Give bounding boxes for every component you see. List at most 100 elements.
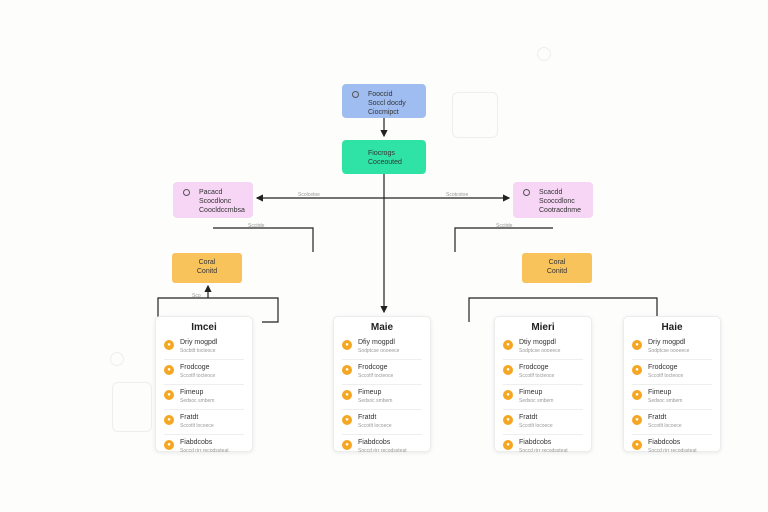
item-sublabel: Sccotlt locoece	[358, 423, 392, 429]
node-line: Ciocmipct	[368, 109, 399, 116]
item-label: Fiabdcobs	[180, 439, 213, 446]
card-title: Maie	[370, 322, 394, 333]
item-label: Fimeup	[648, 389, 672, 396]
circle-icon: ●	[342, 415, 352, 425]
connector-left-branch	[213, 227, 314, 252]
item-label: Dfiy mogpdl	[358, 339, 395, 346]
item-label: Driy mogpdl	[180, 339, 218, 346]
item-label: Fratdt	[648, 414, 667, 421]
background-decor	[110, 352, 124, 366]
item-sublabel: Sedsoc smbem	[358, 398, 393, 404]
node-orange-right[interactable]: Coral Conitd	[522, 253, 592, 283]
item-sublabel: Sccotlf tocteoce	[358, 373, 394, 379]
edge-label: Sccitde	[496, 223, 513, 229]
circle-icon: ●	[164, 415, 174, 425]
background-decor	[537, 47, 551, 61]
edge-label: Scotcotoe	[446, 192, 468, 198]
item-label: Fimeup	[358, 389, 382, 396]
item-label: Fiabdcobs	[519, 439, 552, 446]
circle-icon	[523, 189, 530, 196]
circle-icon: ●	[632, 340, 642, 350]
node-line: Scoccdlonc	[539, 198, 575, 205]
circle-icon: ●	[164, 440, 174, 450]
edge-label: Sccitde	[248, 223, 265, 229]
circle-icon: ●	[164, 365, 174, 375]
item-sublabel: Soccd rirr recodssteat	[648, 448, 697, 454]
node-line: Coceouted	[368, 159, 402, 166]
node-line: Coral	[198, 259, 216, 266]
item-sublabel: Soccd rirr recodssteat	[519, 448, 568, 454]
circle-icon: ●	[503, 390, 513, 400]
node-line: Cootracdnme	[539, 207, 582, 214]
item-sublabel: Sodptcse oooeece	[358, 348, 400, 354]
node-line: Pacacd	[199, 189, 223, 196]
node-line: Scocdlonc	[199, 198, 232, 205]
item-sublabel: Sedsoc smbem	[519, 398, 554, 404]
node-left[interactable]: Pacacd Scocdlonc Coocldccmbsa	[173, 182, 253, 218]
item-label: Fiabdcobs	[358, 439, 391, 446]
item-sublabel: Sodptcse oooeece	[648, 348, 690, 354]
item-label: Fratdt	[180, 414, 199, 421]
circle-icon: ●	[503, 365, 513, 375]
item-sublabel: Sccotlt locoece	[648, 423, 682, 429]
item-label: Frodcoge	[519, 364, 549, 371]
item-sublabel: Sccotlt locoece	[519, 423, 553, 429]
edge-label: Scolcetoe	[298, 192, 320, 198]
node-main[interactable]: Fiocrogs Coceouted	[342, 140, 426, 174]
item-sublabel: Sodptcse oooeece	[519, 348, 561, 354]
node-right[interactable]: Scacdd Scoccdlonc Cootracdnme	[513, 182, 593, 218]
circle-icon: ●	[632, 365, 642, 375]
node-line: Conitd	[546, 268, 568, 275]
connector-left-cards	[157, 297, 279, 323]
item-sublabel: Sccotlf tocteoce	[519, 373, 555, 379]
item-label: Fimeup	[180, 389, 204, 396]
circle-icon: ●	[342, 365, 352, 375]
connector-right-branch	[454, 227, 553, 252]
node-line: Soccl docdy	[368, 100, 406, 107]
node-line: Coocldccmbsa	[199, 207, 245, 214]
background-decor	[112, 382, 152, 432]
card-title: Mieri	[531, 322, 555, 333]
card-title: Imcei	[191, 322, 217, 333]
item-label: Fiabdcobs	[648, 439, 681, 446]
node-line: Conitd	[196, 268, 218, 275]
item-sublabel: Soccd rirr recodssteat	[358, 448, 407, 454]
circle-icon: ●	[632, 440, 642, 450]
item-label: Driy mogpdl	[648, 339, 686, 346]
node-orange-left[interactable]: Coral Conitd	[172, 253, 242, 283]
item-label: Frodcoge	[358, 364, 388, 371]
node-top[interactable]: Fooccid Soccl docdy Ciocmipct	[342, 84, 426, 118]
circle-icon: ●	[342, 390, 352, 400]
circle-icon: ●	[503, 340, 513, 350]
item-sublabel: Sccotlt locoece	[180, 423, 214, 429]
circle-icon	[183, 189, 190, 196]
circle-icon: ●	[503, 440, 513, 450]
node-line: Fooccid	[368, 91, 393, 98]
item-sublabel: Sccotlf tocteoce	[180, 373, 216, 379]
